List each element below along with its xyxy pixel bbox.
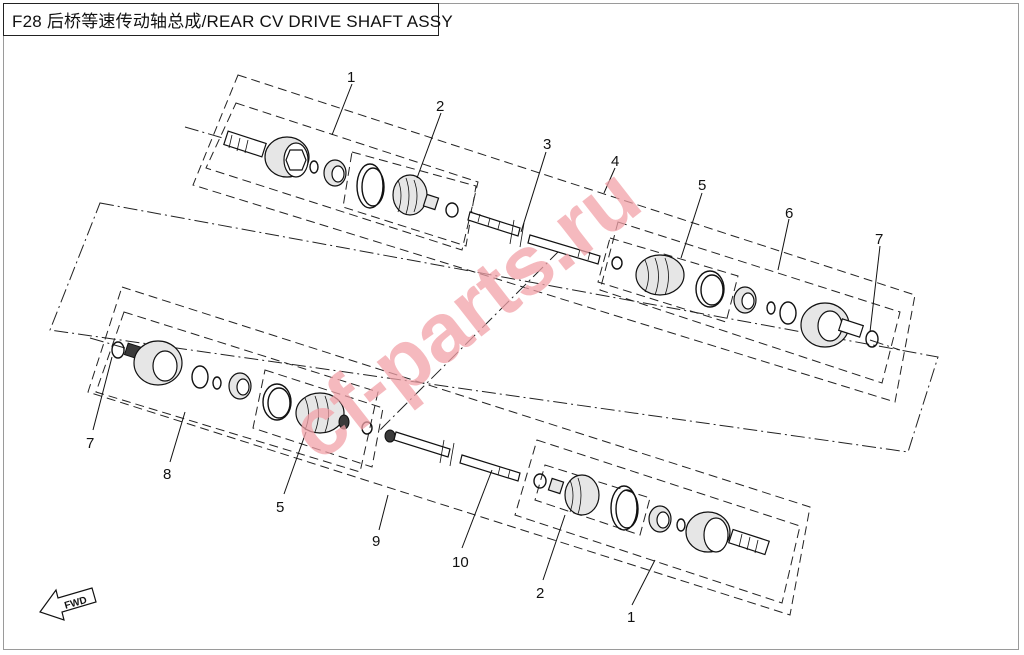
callout-10: 10 (452, 554, 469, 571)
circlip-upper-left (309, 160, 319, 174)
title-box: F28 后桥等速传动轴总成/REAR CV DRIVE SHAFT ASSY (3, 3, 453, 36)
group-box-lower-8 (95, 311, 379, 473)
shaft-lower (393, 431, 521, 482)
boot-clamp-upper-left (356, 163, 385, 209)
group-box-upper-6 (599, 221, 901, 384)
callout-2-top: 2 (436, 98, 444, 115)
callout-1-top: 1 (347, 69, 355, 86)
page-title: F28 后桥等速传动轴总成/REAR CV DRIVE SHAFT ASSY (12, 12, 453, 31)
fwd-arrow-icon: FWD (39, 587, 97, 621)
callout-5-top: 5 (698, 177, 706, 194)
group-box-lower-5 (252, 369, 384, 468)
watermark: cf-parts.ru (272, 148, 657, 478)
callout-7-right: 7 (875, 231, 883, 248)
callout-9: 9 (372, 533, 380, 550)
outer-cv-joint-upper (223, 130, 310, 178)
cage-nut-upper-left (323, 159, 347, 187)
callout-3: 3 (543, 136, 551, 153)
group-box-upper-4 (192, 74, 916, 403)
inner-cv-upper (611, 254, 879, 348)
callout-4: 4 (611, 153, 619, 170)
group-box-upper-1 (205, 102, 479, 251)
centerline-lower-left (89, 337, 126, 349)
group-box-lower-9 (87, 286, 811, 616)
callout-7-left: 7 (86, 435, 94, 452)
callout-1-bottom: 1 (627, 609, 635, 626)
diagram-frame (3, 3, 1019, 650)
callout-5-bottom: 5 (276, 499, 284, 516)
centerline-upper-left (184, 126, 241, 144)
centerline-upper-right (869, 339, 901, 351)
group-box-upper-5 (597, 237, 739, 323)
group-box-upper-2 (342, 151, 477, 247)
callout-8: 8 (163, 466, 171, 483)
callout-6: 6 (785, 205, 793, 222)
boot-upper-left (392, 174, 459, 218)
group-box-lower-1 (514, 439, 801, 604)
centerline-cross (379, 249, 561, 431)
outer-cv-joint-lower (533, 473, 770, 556)
shaft-upper (467, 211, 601, 265)
callout-2-bottom: 2 (536, 585, 544, 602)
inner-cv-lower (111, 340, 396, 443)
